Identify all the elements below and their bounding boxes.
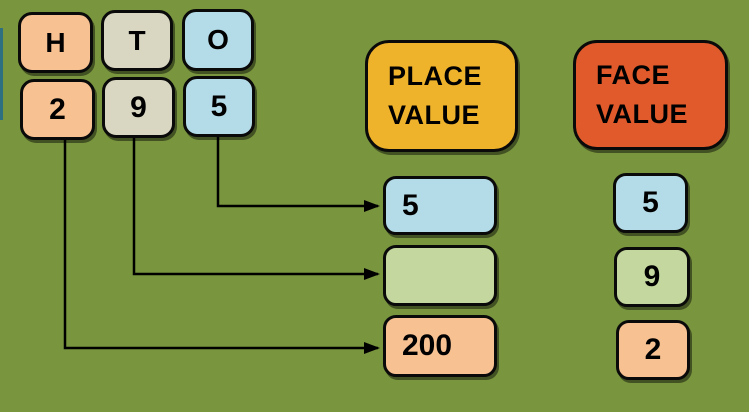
- hto-header-tens: T: [101, 10, 173, 71]
- arrow-ones-to-place-value: [216, 137, 380, 212]
- digit-hundreds-label: 2: [49, 92, 66, 126]
- face-value-tens-box: 9: [614, 247, 690, 307]
- place-value-tens-box: [383, 245, 497, 306]
- hto-header-hundreds: H: [18, 12, 93, 73]
- digit-box-ones: 5: [183, 76, 255, 137]
- hto-header-ones-label: O: [207, 24, 229, 55]
- place-value-ones-box: 5: [383, 176, 497, 235]
- place-value-title-label: PLACE VALUE: [388, 60, 483, 130]
- place-value-title: PLACE VALUE: [365, 40, 518, 152]
- place-value-hundreds-label: 200: [402, 329, 453, 362]
- face-value-ones-box: 5: [613, 173, 688, 233]
- place-value-hundreds-box: 200: [383, 315, 497, 377]
- digit-box-hundreds: 2: [20, 79, 95, 140]
- face-value-tens-label: 9: [643, 260, 661, 293]
- face-value-ones-label: 5: [642, 186, 659, 219]
- face-value-title: FACE VALUE: [573, 40, 728, 150]
- left-edge-accent: [0, 28, 3, 120]
- face-value-hundreds-box: 2: [616, 320, 690, 380]
- face-value-title-label: FACE VALUE: [596, 59, 689, 129]
- hto-header-hundreds-label: H: [45, 26, 66, 58]
- digit-box-tens: 9: [102, 77, 175, 138]
- face-value-hundreds-label: 2: [644, 333, 662, 366]
- digit-ones-label: 5: [210, 89, 228, 123]
- hto-header-ones: O: [182, 9, 254, 71]
- place-value-ones-label: 5: [402, 188, 419, 222]
- arrow-hundreds-to-place-value: [63, 140, 380, 354]
- arrow-tens-to-place-value: [132, 138, 380, 280]
- digit-tens-label: 9: [130, 90, 147, 124]
- hto-header-tens-label: T: [128, 24, 146, 56]
